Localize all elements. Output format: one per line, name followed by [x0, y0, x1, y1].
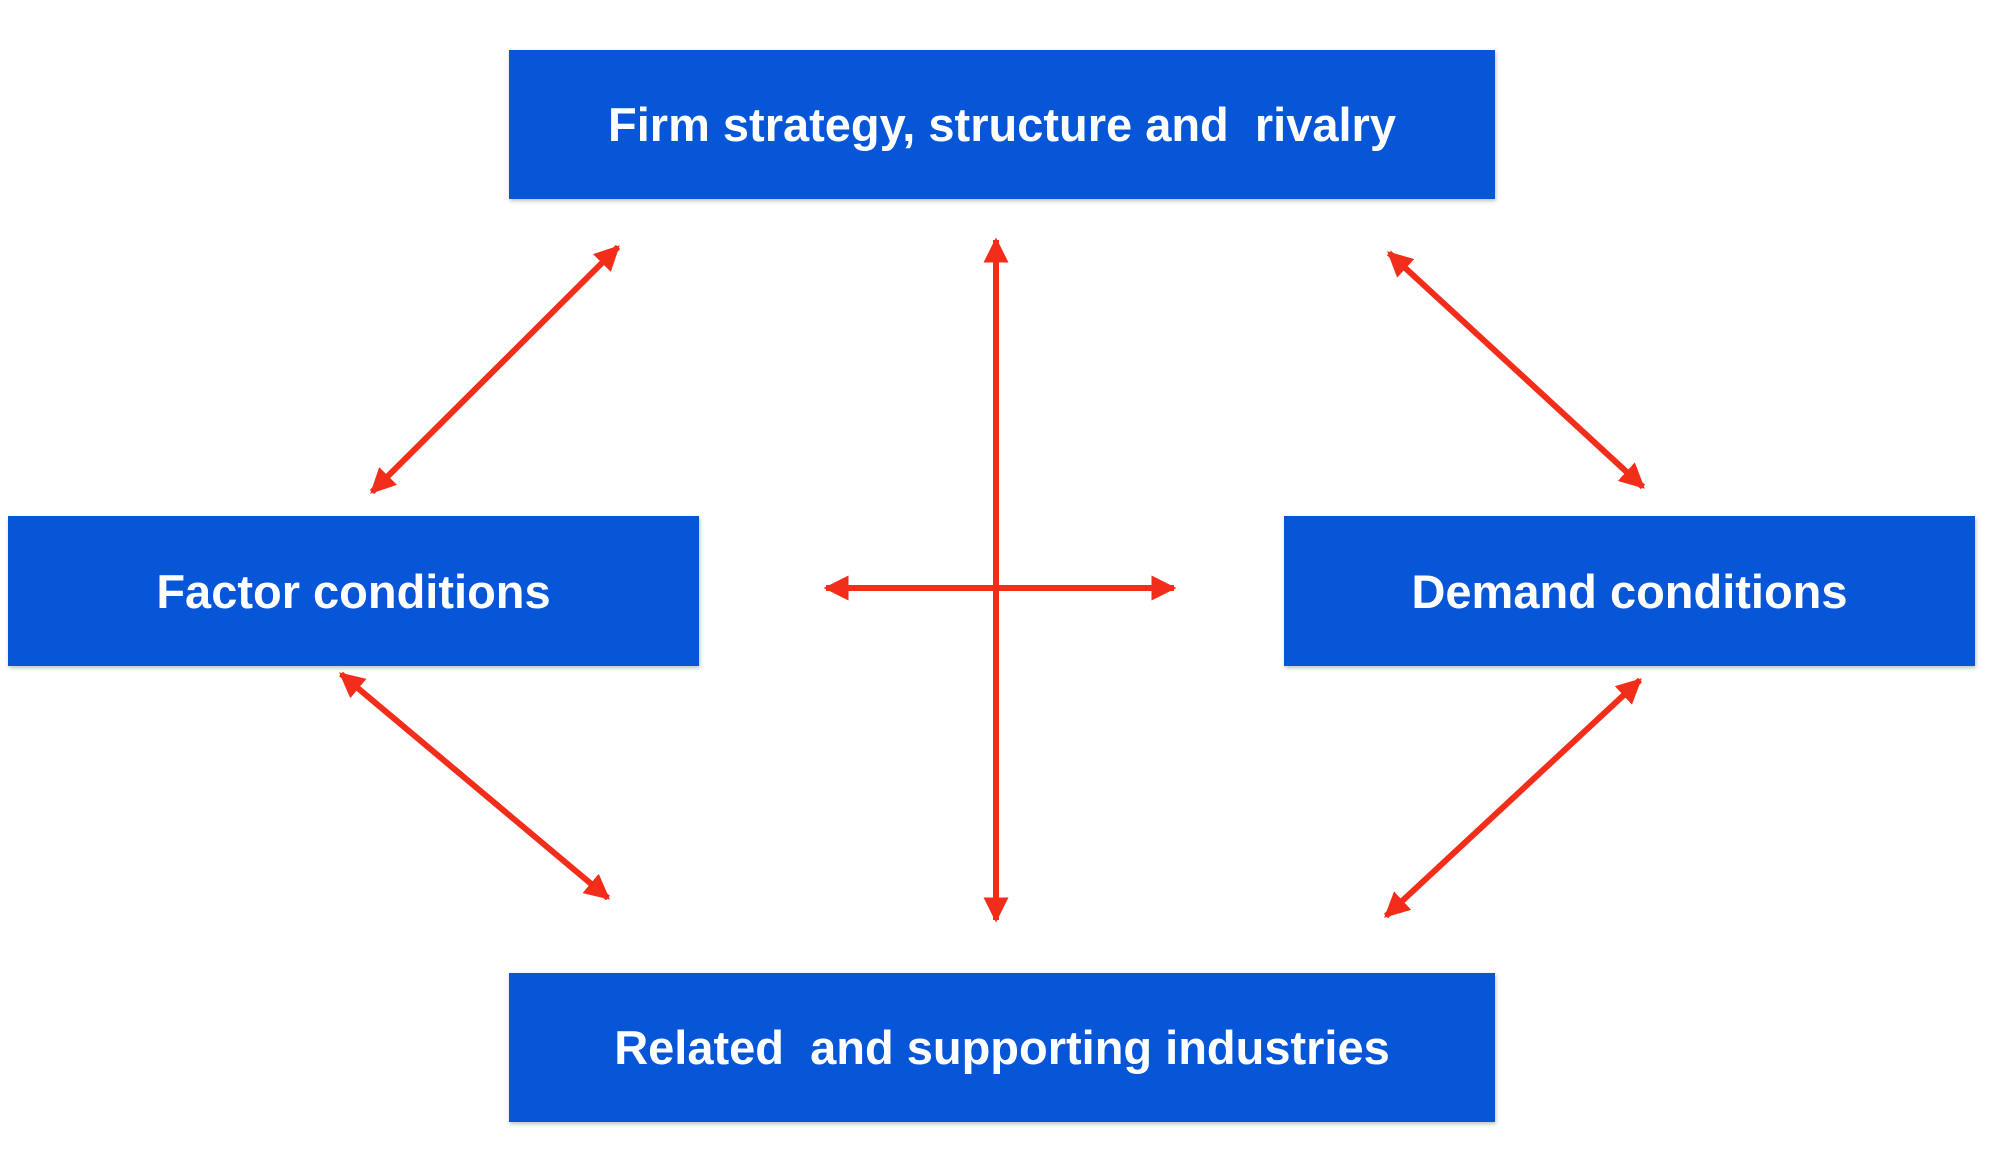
- node-factor-conditions: Factor conditions: [8, 516, 699, 666]
- arrow-top-right: [1386, 250, 1646, 490]
- node-firm-strategy: Firm strategy, structure and rivalry: [509, 50, 1495, 199]
- node-related-industries: Related and supporting industries: [509, 973, 1495, 1122]
- node-related-industries-label: Related and supporting industries: [614, 1021, 1390, 1074]
- arrow-left-bottom: [339, 671, 610, 901]
- node-demand-conditions: Demand conditions: [1284, 516, 1975, 666]
- node-firm-strategy-label: Firm strategy, structure and rivalry: [608, 98, 1396, 151]
- arrow-top-left: [369, 244, 621, 495]
- node-demand-conditions-label: Demand conditions: [1411, 564, 1848, 618]
- arrow-right-bottom: [1383, 677, 1643, 919]
- node-factor-conditions-label: Factor conditions: [156, 564, 551, 618]
